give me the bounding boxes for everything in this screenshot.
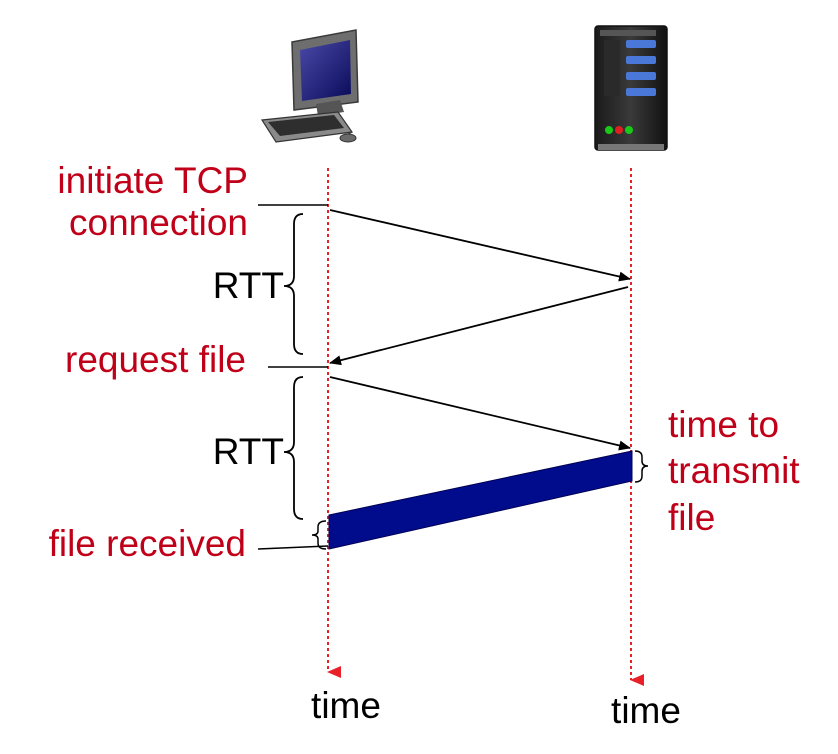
client-time-label: time: [311, 685, 381, 726]
desktop-computer-icon: [260, 29, 359, 143]
syn-arrow: [329, 209, 631, 282]
transmit-label-line3: file: [668, 497, 715, 538]
file-received-brace: [311, 520, 327, 550]
transmit-label-line1: time to: [668, 404, 779, 445]
server-time-label: time: [611, 690, 681, 731]
received-tick: [257, 545, 329, 550]
file-transmission-bar: [328, 450, 633, 550]
request-file-label: request file: [65, 339, 246, 380]
rtt-brace-2: [283, 376, 304, 520]
rtt-brace-1: [283, 213, 304, 355]
rtt-label-2: RTT: [213, 431, 284, 472]
synack-arrow: [329, 286, 629, 366]
initiate-label-line1: initiate TCP: [57, 160, 248, 201]
transmit-brace: [634, 450, 649, 483]
server-tower-icon: [594, 25, 668, 151]
transmit-label-line2: transmit: [668, 450, 800, 491]
rtt-label-1: RTT: [213, 265, 284, 306]
file-received-label: file received: [49, 523, 246, 564]
request-arrow: [329, 376, 631, 451]
initiate-label-line2: connection: [69, 202, 248, 243]
